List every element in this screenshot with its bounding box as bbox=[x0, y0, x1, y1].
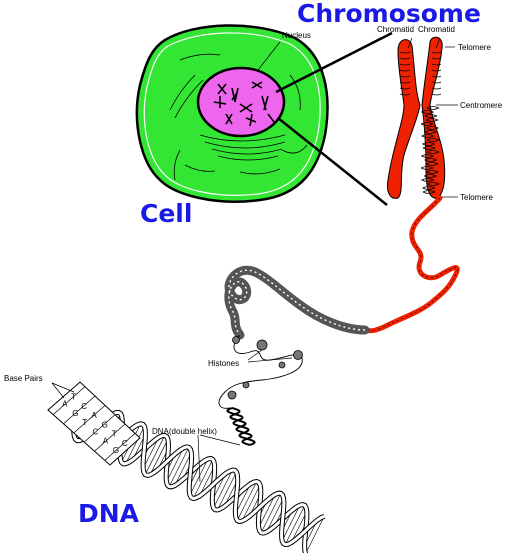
histones-label: Histones bbox=[208, 359, 239, 368]
dna-title: DNA bbox=[78, 499, 140, 528]
nucleus-chromosomes bbox=[213, 81, 275, 127]
chromosome-title: Chromosome bbox=[297, 0, 481, 28]
leader-lines bbox=[51, 37, 458, 483]
nucleus-label: Nucleus bbox=[282, 31, 311, 40]
chromatid-right-label: Chromatid bbox=[418, 25, 455, 34]
cell bbox=[135, 24, 329, 203]
base-letter: A bbox=[91, 411, 97, 420]
histone-beads bbox=[227, 336, 303, 400]
base-letter: T bbox=[71, 393, 76, 402]
zoom-line-bottom bbox=[277, 117, 388, 206]
chromatin-fiber-red bbox=[362, 195, 460, 334]
chromatid-right bbox=[421, 36, 446, 199]
base-letter: T bbox=[112, 430, 117, 439]
solenoid-fiber bbox=[224, 265, 370, 340]
base-pairs-label: Base Pairs bbox=[4, 374, 43, 383]
chromatid-left-label: Chromatid bbox=[377, 25, 414, 34]
telomere-top-label: Telomere bbox=[458, 43, 491, 52]
cell-title: Cell bbox=[140, 199, 192, 228]
centromere-label: Centromere bbox=[460, 101, 503, 110]
beads-string bbox=[218, 334, 303, 409]
chromosome bbox=[387, 36, 446, 199]
organelle-lines bbox=[169, 53, 308, 181]
base-letter: C bbox=[122, 439, 128, 448]
base-letter: T bbox=[82, 418, 87, 427]
base-letter: C bbox=[93, 427, 99, 436]
base-letter: A bbox=[103, 437, 109, 446]
nucleus bbox=[196, 66, 286, 138]
chromatid-left bbox=[387, 39, 421, 199]
base-letter: G bbox=[102, 420, 108, 429]
chromatid-coils bbox=[399, 51, 442, 194]
base-letter: A bbox=[62, 400, 68, 409]
zoom-line-top bbox=[275, 31, 393, 94]
telomere-bottom-label: Telomere bbox=[460, 193, 493, 202]
base-letter: G bbox=[72, 409, 78, 418]
dna-helix-label: DNA(double helix) bbox=[152, 427, 217, 436]
base-letter: G bbox=[113, 446, 119, 455]
base-letter: C bbox=[81, 402, 87, 411]
